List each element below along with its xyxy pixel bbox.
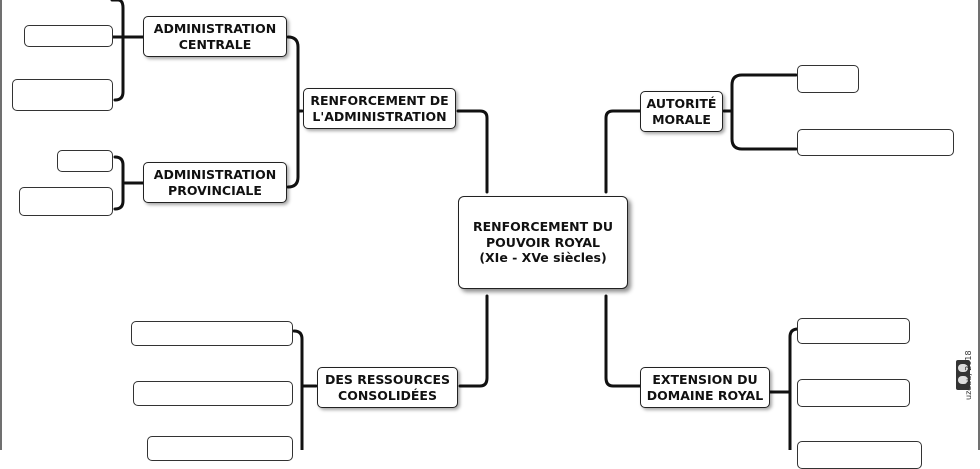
blank-box[interactable] [131,321,293,346]
blank-box[interactable] [19,187,113,216]
node-extension-domaine: EXTENSION DU DOMAINE ROYAL [640,367,770,408]
connector-center-domaine [604,294,642,388]
bracket-provinciale [113,155,125,211]
bracket-administration [286,35,300,189]
blank-box[interactable] [57,150,113,172]
node-administration-centrale: ADMINISTRATION CENTRALE [143,16,287,57]
node-ressources-consolidees: DES RESSOURCES CONSOLIDÉES [317,367,458,408]
blank-box[interactable] [147,436,293,461]
blank-box[interactable] [12,79,113,111]
blank-box[interactable] [133,381,293,406]
node-autorite-morale: AUTORITÉ MORALE [640,91,723,132]
center-node: RENFORCEMENT DU POUVOIR ROYAL (XIe - XVe… [458,196,628,289]
connector-center-administration [456,109,489,194]
node-administration-provinciale: ADMINISTRATION PROVINCIALE [143,162,287,203]
connector-center-autorite [604,109,642,194]
connector-center-ressources [458,294,489,388]
author-credit: uzeau, 2018 [964,350,973,400]
blank-box[interactable] [797,65,859,93]
blank-box[interactable] [797,318,910,344]
node-renforcement-administration: RENFORCEMENT DE L'ADMINISTRATION [303,88,456,129]
blank-box[interactable] [24,25,113,47]
bracket-domaine [788,327,800,450]
bracket-ressources [292,329,304,450]
bracket-centrale [110,0,125,102]
cc-license-icon [956,360,970,390]
mind-map-connectors [0,0,980,450]
blank-box[interactable] [797,441,922,469]
blank-box[interactable] [797,379,910,407]
bracket-autorite [730,73,798,151]
blank-box[interactable] [797,129,954,156]
